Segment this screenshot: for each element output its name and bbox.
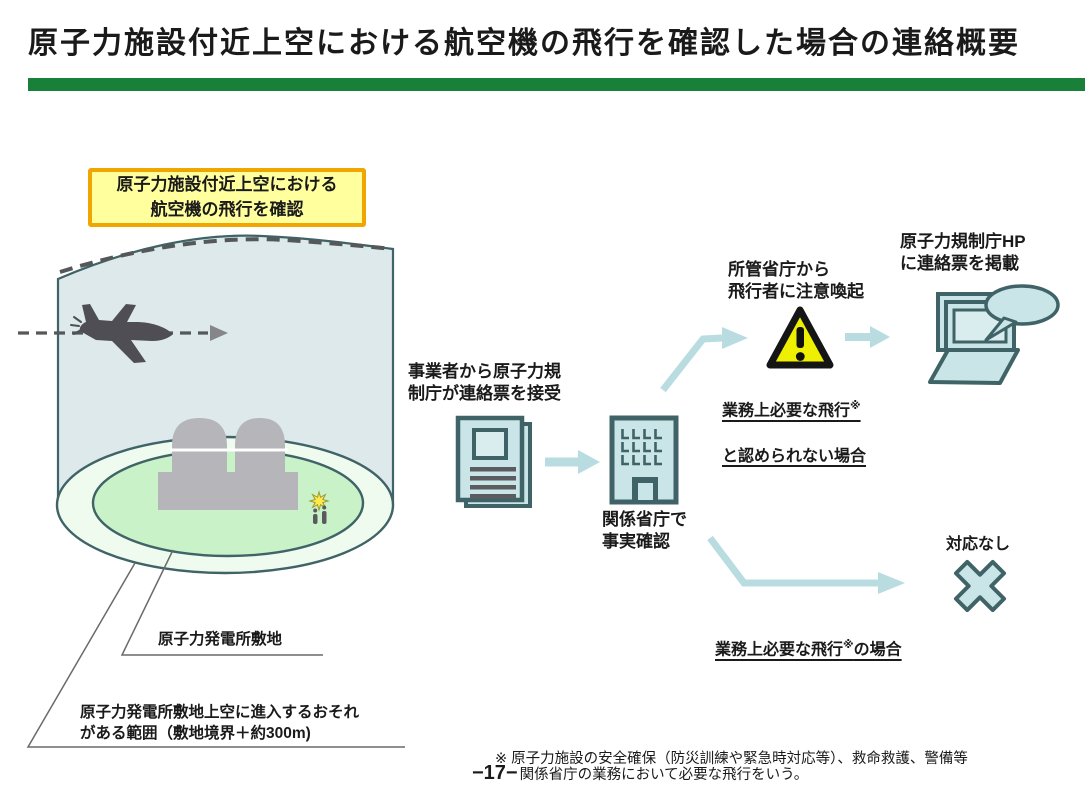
airplane-icon [70, 304, 173, 363]
contact-sheet-document-icon [455, 415, 532, 508]
event-callout-box: 原子力施設付近上空における 航空機の飛行を確認 [88, 168, 366, 227]
ministry-building-icon [609, 415, 679, 505]
label-case-business: 業務上必要な飛行※の場合 [715, 616, 902, 685]
event-callout-text: 原子力施設付近上空における 航空機の飛行を確認 [116, 174, 338, 219]
warning-triangle-icon [766, 306, 834, 369]
laptop-with-speech-bubble-icon [928, 284, 1060, 385]
case-not-business-line1: 業務上必要な飛行 [722, 402, 851, 420]
label-verify-step: 関係省庁で 事実確認 [602, 510, 687, 552]
range-leader-line [26, 562, 405, 748]
footnote-line2-row: −17− 関係省庁の業務において必要な飛行をいう。 [472, 762, 808, 785]
reactor-buildings-icon [158, 418, 298, 510]
page-number: −17− [472, 762, 518, 784]
arrow-building-to-noaction [707, 535, 905, 594]
footnote-line1: ※ 原子力施設の安全確保（防災訓練や緊急時対応等）、救命救護、警備等 [495, 751, 968, 767]
label-alert-step: 所管省庁から 飛行者に注意喚起 [728, 260, 864, 302]
footnote-marker: ※ [850, 400, 861, 413]
footnote-marker: ※ [843, 639, 854, 652]
label-receive-step: 事業者から原子力規 制庁が連絡票を接受 [408, 362, 561, 404]
case-business-post: の場合 [853, 641, 902, 659]
arrow-document-to-building [545, 450, 600, 474]
people-icon [313, 505, 327, 524]
label-no-action: 対応なし [946, 536, 1011, 553]
case-not-business-line2: と認められない場合 [722, 447, 867, 465]
spark-icon [308, 490, 330, 512]
speech-bubble-icon [984, 284, 1060, 342]
site-leader-line [120, 549, 323, 656]
case-business-pre: 業務上必要な飛行 [715, 641, 844, 659]
footnote-line2: 関係省庁の業務において必要な飛行をいう。 [519, 767, 809, 783]
label-plant-site: 原子力発電所敷地 [158, 631, 283, 648]
arrow-building-to-warning [660, 327, 748, 393]
page-title: 原子力施設付近上空における航空機の飛行を確認した場合の連絡概要 [28, 27, 1020, 60]
arrow-warning-to-laptop [845, 326, 890, 348]
label-case-not-business: 業務上必要な飛行※ と認められない場合 [722, 377, 866, 490]
label-publish-step: 原子力規制庁HP に連絡票を掲載 [900, 232, 1026, 274]
title-underline-bar [28, 78, 1085, 91]
x-cross-icon [953, 559, 1007, 613]
label-range: 原子力発電所敷地上空に進入するおそれ がある範囲（敷地境界＋約300m) [80, 704, 360, 742]
